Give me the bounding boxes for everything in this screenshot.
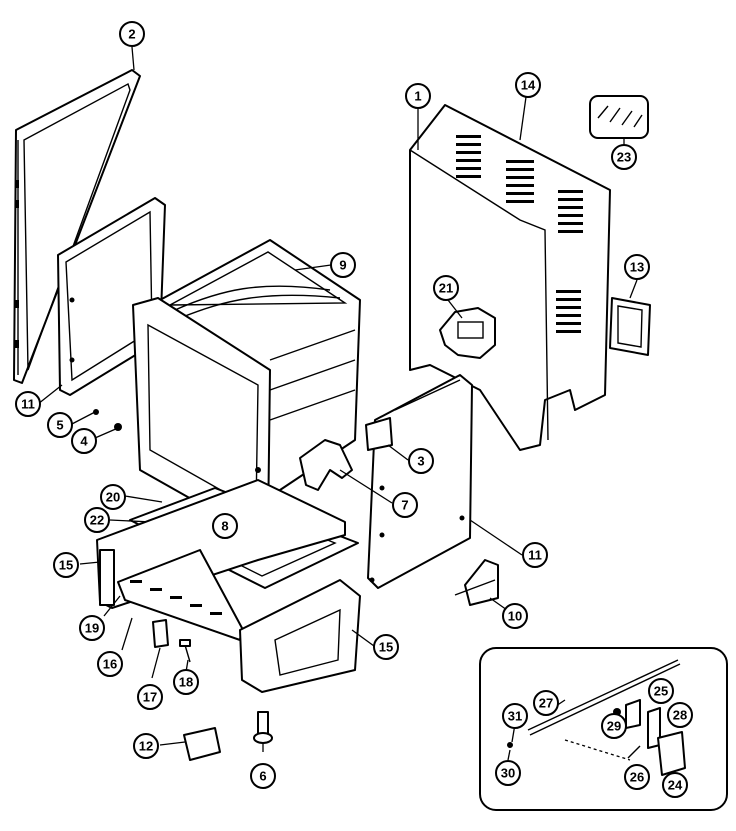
callout-14: 14 (515, 72, 541, 98)
svg-text:3: 3 (417, 454, 424, 469)
callout-3: 3 (408, 448, 434, 474)
callout-29: 29 (601, 713, 627, 739)
callout-27: 27 (533, 690, 559, 716)
svg-text:16: 16 (103, 657, 117, 672)
callout-20: 20 (100, 484, 126, 510)
svg-text:25: 25 (654, 684, 668, 699)
callout-11-left: 11 (15, 391, 41, 417)
callout-15-left: 15 (53, 552, 79, 578)
callout-30: 30 (495, 760, 521, 786)
shield (183, 727, 221, 761)
svg-text:2: 2 (128, 27, 135, 42)
svg-text:17: 17 (143, 690, 157, 705)
callout-4: 4 (71, 428, 97, 454)
svg-text:19: 19 (85, 621, 99, 636)
right-side-panel (367, 374, 473, 589)
callout-2: 2 (119, 21, 145, 47)
svg-text:15: 15 (379, 640, 393, 655)
svg-text:31: 31 (508, 709, 522, 724)
clip-set (589, 95, 649, 139)
svg-text:10: 10 (508, 609, 522, 624)
callout-24: 24 (662, 772, 688, 798)
callout-8: 8 (212, 513, 238, 539)
svg-text:28: 28 (673, 708, 687, 723)
mounting-bracket (365, 417, 393, 451)
callout-1: 1 (405, 83, 431, 109)
screw (179, 639, 191, 663)
callout-28: 28 (667, 702, 693, 728)
svg-text:29: 29 (607, 719, 621, 734)
svg-text:23: 23 (617, 150, 631, 165)
callout-21: 21 (433, 275, 459, 301)
callout-26: 26 (624, 764, 650, 790)
svg-text:13: 13 (630, 260, 644, 275)
svg-text:14: 14 (521, 78, 536, 93)
svg-text:20: 20 (106, 490, 120, 505)
svg-text:24: 24 (668, 778, 683, 793)
svg-text:9: 9 (339, 258, 346, 273)
callout-6: 6 (250, 763, 276, 789)
callout-15-right: 15 (373, 634, 399, 660)
svg-text:4: 4 (80, 434, 88, 449)
svg-text:7: 7 (401, 498, 408, 513)
svg-text:27: 27 (539, 696, 553, 711)
hinge-assembly (299, 439, 353, 491)
back-panel (409, 104, 611, 451)
callout-23: 23 (611, 144, 637, 170)
front-frame-panel (13, 69, 141, 384)
callout-22: 22 (84, 507, 110, 533)
base-frame (96, 479, 361, 693)
callout-18: 18 (173, 669, 199, 695)
svg-text:11: 11 (21, 397, 35, 412)
svg-text:1: 1 (414, 89, 421, 104)
callout-9: 9 (330, 252, 356, 278)
svg-text:15: 15 (59, 558, 73, 573)
callout-5: 5 (47, 412, 73, 438)
callout-31: 31 (502, 703, 528, 729)
callout-17: 17 (137, 684, 163, 710)
svg-text:18: 18 (179, 675, 193, 690)
svg-text:22: 22 (90, 513, 104, 528)
svg-text:30: 30 (501, 766, 515, 781)
callout-12: 12 (133, 733, 159, 759)
callout-7: 7 (392, 492, 418, 518)
access-cover (609, 297, 651, 356)
callout-10: 10 (502, 603, 528, 629)
mounting-clip (152, 619, 169, 648)
anti-tip-bracket (454, 559, 499, 606)
callout-13: 13 (624, 254, 650, 280)
callout-19: 19 (79, 615, 105, 641)
callout-16: 16 (97, 651, 123, 677)
callout-25: 25 (648, 678, 674, 704)
terminal-block (439, 307, 496, 359)
svg-text:26: 26 (630, 770, 644, 785)
leveling-leg (253, 711, 273, 744)
svg-text:21: 21 (439, 281, 453, 296)
svg-text:11: 11 (528, 548, 542, 563)
svg-text:6: 6 (259, 769, 266, 784)
svg-text:8: 8 (221, 519, 228, 534)
svg-text:12: 12 (139, 739, 153, 754)
svg-text:5: 5 (56, 418, 63, 433)
callout-11-right: 11 (522, 542, 548, 568)
